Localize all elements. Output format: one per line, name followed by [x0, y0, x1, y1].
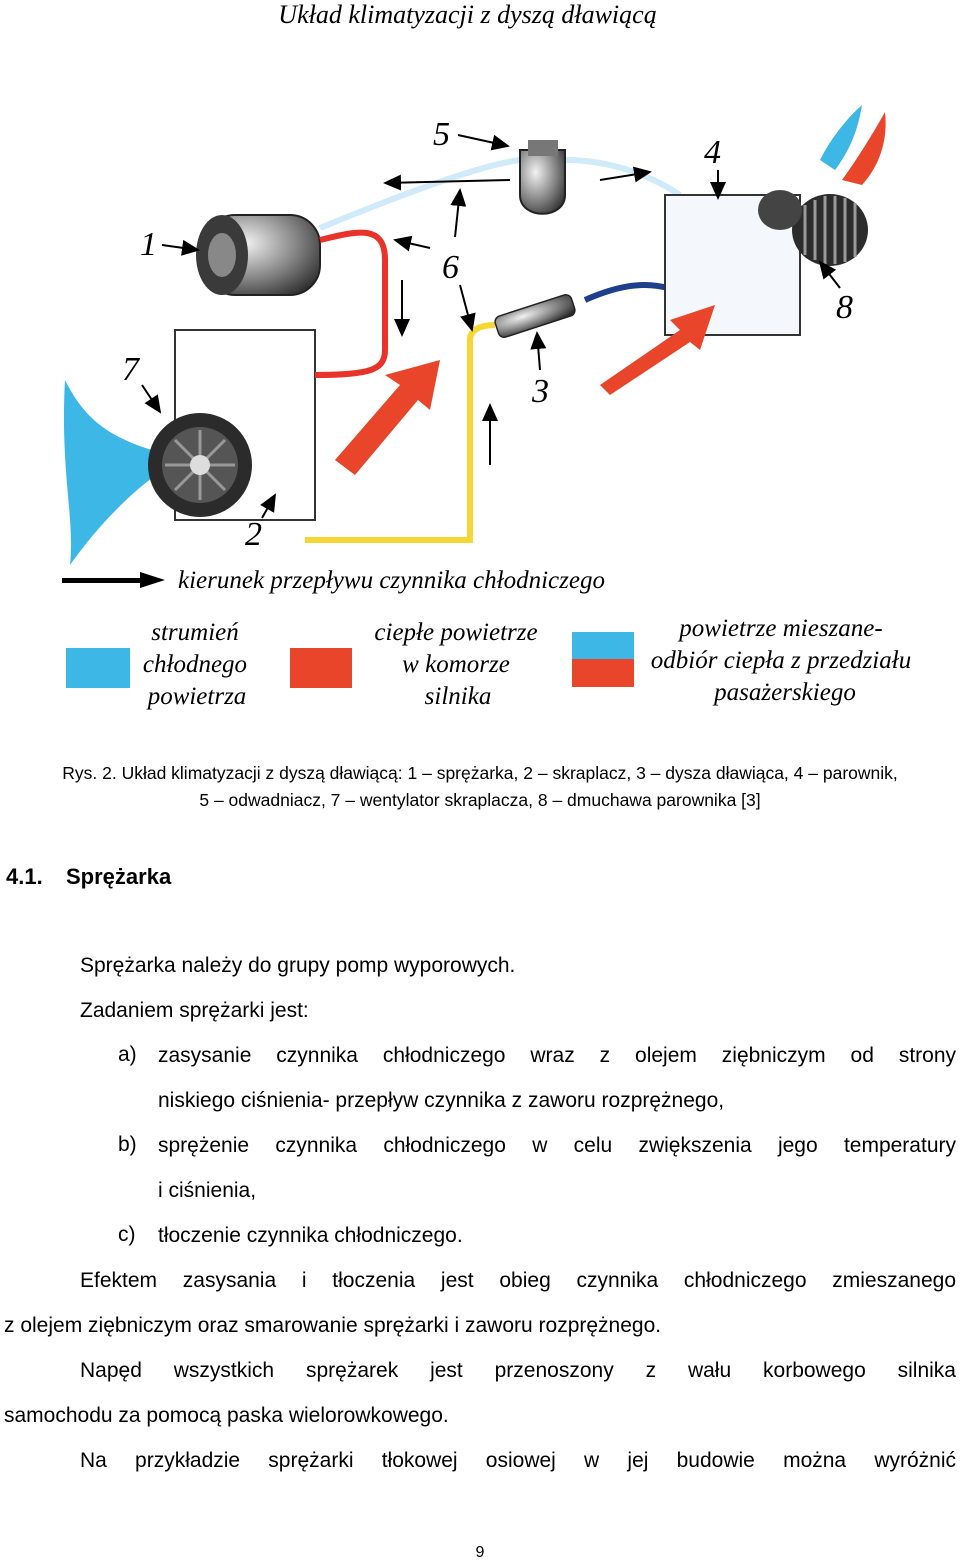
legend-mixed-swatch-bottom [572, 659, 634, 687]
legend-warm-swatch [290, 648, 352, 688]
compressor [196, 214, 321, 296]
paragraph-1: Sprężarka należy do grupy pomp wyporowyc… [80, 954, 516, 977]
caption-line-1: Rys. 2. Układ klimatyzacji z dyszą dławi… [62, 763, 898, 783]
label-7: 7 [122, 351, 141, 388]
legend-mixed-swatch-top [572, 632, 634, 659]
label-2: 2 [245, 516, 262, 553]
list-item-b-line2: i ciśnienia, [158, 1179, 257, 1202]
warm-air-arrow-right [600, 305, 715, 395]
label-3: 3 [531, 373, 549, 410]
list-marker-a: a) [118, 1043, 137, 1066]
paragraph-2: Zadaniem sprężarki jest: [80, 999, 309, 1022]
flow-direction-arrow [62, 572, 165, 588]
legend-mixed-line2: odbiór ciepła z przedziału [651, 647, 911, 674]
accumulator [519, 140, 566, 215]
mixed-air-arrow-red [842, 112, 886, 185]
orifice-tube [494, 293, 576, 339]
legend-warm-line1: ciepłe powietrze [374, 619, 537, 646]
suction-line [318, 157, 521, 231]
list-item-b-line1: sprężenie czynnika chłodniczego w celu z… [158, 1134, 956, 1157]
page-number: 9 [475, 1544, 485, 1561]
legend-cold-line2: chłodnego [143, 651, 247, 678]
warm-air-arrow [335, 360, 440, 475]
condenser-fan [148, 413, 252, 517]
legend-warm-line2: w komorze [402, 651, 510, 678]
label-8: 8 [836, 289, 853, 326]
label-1: 1 [140, 226, 157, 263]
paragraph-5-line1: Na przykładzie sprężarki tłokowej osiowe… [80, 1449, 956, 1472]
liquid-line [305, 322, 496, 543]
cold-air-stream [63, 380, 176, 565]
flow-direction-label: kierunek przepływu czynnika chłodniczego [178, 567, 605, 594]
figure-caption: Rys. 2. Układ klimatyzacji z dyszą dławi… [0, 760, 960, 814]
label-5: 5 [433, 116, 450, 153]
paragraph-4-line2: samochodu za pomocą paska wielorowkowego… [4, 1404, 449, 1427]
section-number: 4.1. [6, 864, 43, 889]
section-title: Sprężarka [66, 864, 172, 889]
paragraph-4-line1: Napęd wszystkich sprężarek jest przenosz… [80, 1359, 956, 1382]
list-item-c-line1: tłoczenie czynnika chłodniczego. [158, 1224, 463, 1247]
list-marker-c: c) [118, 1223, 136, 1246]
flow-arrow [383, 174, 511, 191]
flow-arrow [599, 166, 652, 183]
legend-mixed-line1: powietrze mieszane- [677, 615, 882, 642]
list-item-a-line1: zasysanie czynnika chłodniczego wraz z o… [158, 1044, 956, 1067]
legend-cold-line1: strumień [151, 619, 239, 646]
evaporator-blower [758, 190, 868, 266]
label-4: 4 [704, 134, 721, 171]
legend-cold-swatch [66, 648, 130, 688]
list-marker-b: b) [118, 1133, 137, 1156]
caption-line-2: 5 – odwadniacz, 7 – wentylator skraplacz… [199, 790, 761, 810]
legend-cold-line3: powietrza [146, 683, 247, 710]
paragraph-3-line1: Efektem zasysania i tłoczenia jest obieg… [80, 1269, 956, 1292]
ac-system-diagram: 1 2 3 4 5 6 7 8 kierunek przepływu czynn… [62, 105, 911, 710]
legend-mixed-line3: pasażerskiego [712, 679, 856, 706]
hot-line [314, 229, 388, 378]
label-6: 6 [442, 249, 459, 286]
evap-in-line [564, 157, 682, 198]
paragraph-3-line2: z olejem ziębniczym oraz smarowanie sprę… [4, 1314, 662, 1337]
mixed-air-arrow-blue [820, 105, 862, 170]
figure-title: Układ klimatyzacji z dyszą dławiącą [278, 0, 657, 29]
legend-warm-line3: silnika [425, 683, 492, 710]
list-item-a-line2: niskiego ciśnienia- przepływ czynnika z … [158, 1089, 725, 1112]
section-heading: 4.1. Sprężarka [6, 864, 171, 890]
